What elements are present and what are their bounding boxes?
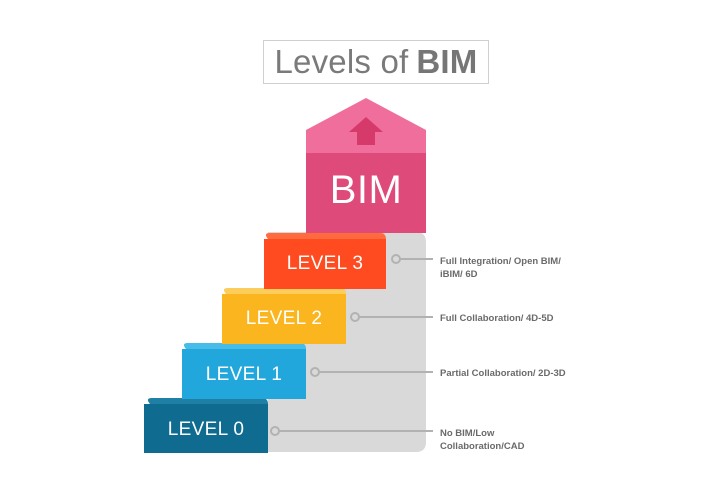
connector-level-0 [270,426,433,436]
level-1-step-top [183,343,306,349]
level-3-step [264,239,386,289]
level-1-description-line: Partial Collaboration/ 2D-3D [440,368,566,379]
connector-level-3 [391,254,433,264]
level-2-description-line: Full Collaboration/ 4D-5D [440,313,554,324]
bim-body [306,153,426,233]
level-3-description: Full Integration/ Open BIM/ iBIM/ 6D [440,255,561,281]
connector-level-1 [310,367,433,377]
title-text: Levels of [274,43,409,80]
page-title: Levels of BIM [263,40,489,84]
level-3-step-top [265,233,386,239]
level-0-description: No BIM/Low Collaboration/CAD [440,427,524,453]
title-bold-text: BIM [416,43,478,80]
up-arrow-icon [349,117,383,145]
level-0-description-line: Collaboration/CAD [440,441,525,452]
level-2-step-top [223,288,346,294]
level-0-step [144,404,268,453]
connector-level-2 [350,312,433,322]
level-2-description: Full Collaboration/ 4D-5D [440,312,553,325]
level-3-description-line: iBIM/ 6D [440,269,478,280]
level-1-step [182,349,306,399]
bim-label: BIM [329,168,403,212]
level-0-description-line: No BIM/Low [440,428,495,439]
level-2-step [222,294,346,344]
level-3-description-line: Full Integration/ Open BIM/ [440,256,561,267]
level-0-step-top [147,398,268,404]
level-1-description: Partial Collaboration/ 2D-3D [440,367,566,380]
